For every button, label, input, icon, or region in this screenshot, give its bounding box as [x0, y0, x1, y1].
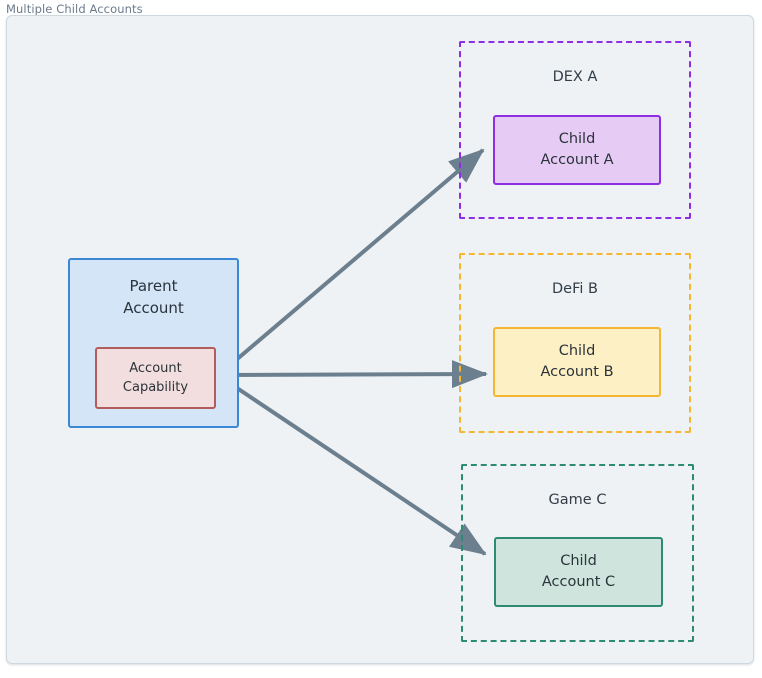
diagram-title: Multiple Child Accounts — [6, 2, 143, 16]
group-dex-a[interactable]: DEX A — [459, 41, 691, 219]
child-account-c-node[interactable]: Child Account C — [494, 537, 663, 607]
group-defi-b[interactable]: DeFi B — [459, 253, 691, 433]
parent-account-label: Parent Account — [70, 276, 237, 320]
child-account-b-node[interactable]: Child Account B — [493, 327, 661, 397]
group-defi-b-label: DeFi B — [552, 281, 598, 297]
child-account-b-label-line2: Account B — [540, 364, 614, 380]
child-account-a-label-line1: Child — [558, 130, 596, 147]
parent-account-node[interactable]: Parent Account Account Capability — [68, 258, 239, 428]
account-capability-label-line1: Account — [129, 360, 182, 376]
child-account-c-label-line1: Child — [560, 552, 597, 569]
child-account-a-node[interactable]: Child Account A — [493, 115, 661, 185]
parent-account-label-line2: Account — [123, 298, 184, 317]
child-account-a-label-line2: Account A — [540, 152, 614, 168]
group-game-c[interactable]: Game C — [461, 464, 694, 642]
account-capability-node[interactable]: Account Capability — [95, 347, 216, 409]
child-account-c-label-line2: Account C — [541, 574, 616, 590]
parent-account-label-line1: Parent — [129, 277, 178, 295]
group-game-c-label: Game C — [548, 492, 607, 508]
child-account-b-label-line1: Child — [558, 342, 596, 359]
account-capability-label-line2: Capability — [122, 380, 189, 395]
group-dex-a-label: DEX A — [552, 69, 598, 85]
